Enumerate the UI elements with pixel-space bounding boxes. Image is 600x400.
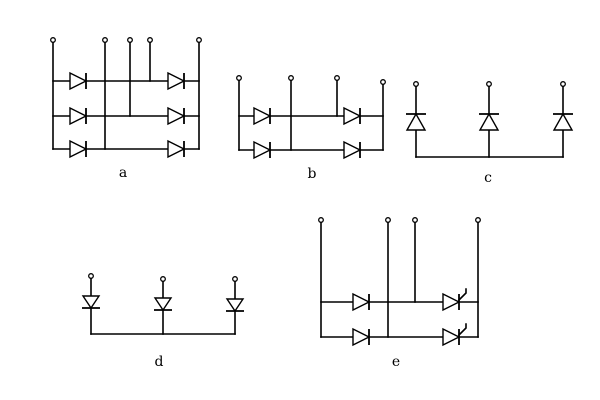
- diode-icon: [167, 139, 186, 159]
- diode-icon: [167, 106, 186, 126]
- diode-icon: [153, 297, 173, 312]
- terminal-icon[interactable]: [236, 75, 242, 81]
- terminal-icon[interactable]: [486, 81, 492, 87]
- circuit-d: d: [81, 273, 245, 370]
- circuit-label: b: [308, 166, 317, 182]
- diode-icon: [69, 106, 88, 126]
- terminal-icon[interactable]: [127, 37, 133, 43]
- terminal-icon[interactable]: [385, 217, 391, 223]
- circuit-b: b: [236, 75, 386, 182]
- thyristor-icon: [442, 323, 467, 347]
- circuit-e: e: [318, 217, 481, 370]
- terminal-icon[interactable]: [413, 81, 419, 87]
- circuit-c: c: [405, 81, 574, 186]
- circuit-a-wires: [52, 41, 200, 150]
- circuit-label: d: [155, 354, 164, 370]
- circuit-label: a: [119, 165, 127, 181]
- circuit-e-wires: [320, 221, 479, 338]
- terminal-icon[interactable]: [560, 81, 566, 87]
- circuit-label: e: [392, 354, 400, 370]
- terminal-icon[interactable]: [475, 217, 481, 223]
- diode-icon: [253, 106, 272, 126]
- diode-icon: [405, 112, 427, 131]
- terminal-icon[interactable]: [102, 37, 108, 43]
- terminal-icon[interactable]: [50, 37, 56, 43]
- diode-icon: [552, 112, 574, 131]
- diode-icon: [81, 295, 101, 310]
- diode-icon: [167, 71, 186, 91]
- terminal-icon[interactable]: [160, 276, 166, 282]
- circuit-a: a: [50, 37, 202, 181]
- terminal-icon[interactable]: [196, 37, 202, 43]
- diode-icon: [253, 140, 272, 160]
- diode-icon: [225, 298, 245, 313]
- terminal-icon[interactable]: [334, 75, 340, 81]
- diode-icon: [343, 106, 362, 126]
- terminal-icon[interactable]: [412, 217, 418, 223]
- diode-icon: [69, 139, 88, 159]
- terminal-icon[interactable]: [147, 37, 153, 43]
- diode-icon: [352, 327, 371, 347]
- thyristor-icon: [442, 288, 467, 312]
- diode-icon: [343, 140, 362, 160]
- terminal-icon[interactable]: [318, 217, 324, 223]
- terminal-icon[interactable]: [88, 273, 94, 279]
- circuit-label: c: [484, 170, 492, 186]
- terminal-icon[interactable]: [380, 79, 386, 85]
- diode-icon: [478, 112, 500, 131]
- terminal-icon[interactable]: [232, 276, 238, 282]
- diode-icon: [352, 292, 371, 312]
- diode-icon: [69, 71, 88, 91]
- terminal-icon[interactable]: [288, 75, 294, 81]
